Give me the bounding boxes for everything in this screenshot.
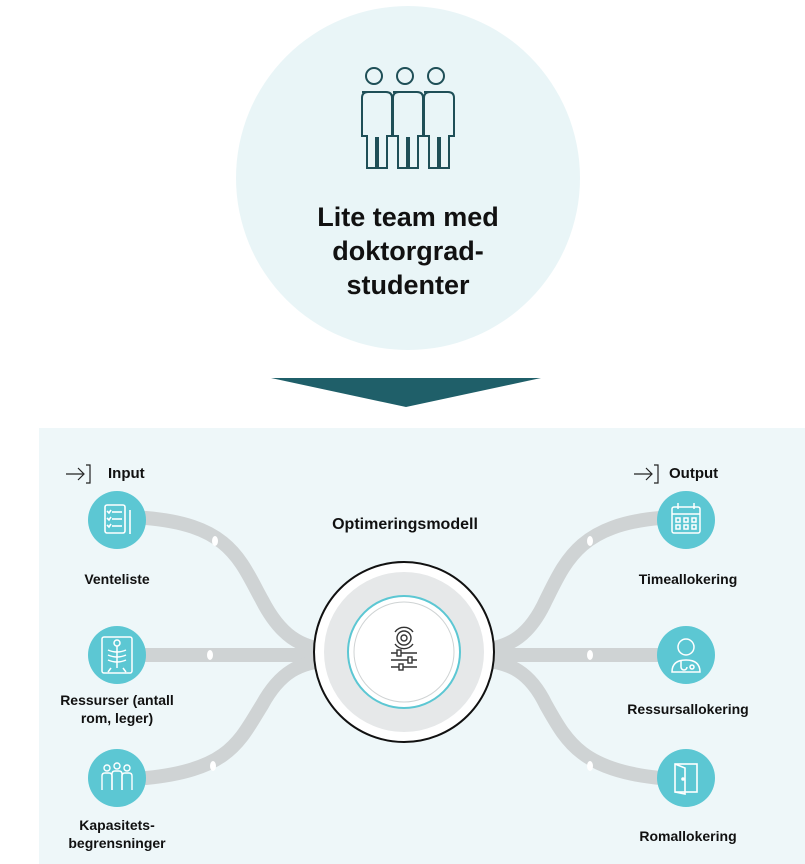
- output-label-ressursallokering: Ressursallokering: [600, 700, 776, 718]
- model-core: [313, 561, 495, 743]
- input-label-ressurser: Ressurser (antall rom, leger): [40, 691, 194, 727]
- team-title-line-2: doktorgrad-: [332, 236, 484, 266]
- output-label-ressursallokering-line-1: Ressursallokering: [627, 701, 749, 717]
- input-label-kapasitet-line-2: begrensninger: [68, 835, 166, 851]
- input-label-venteliste: Venteliste: [40, 570, 194, 588]
- team-title-line-3: studenter: [346, 270, 470, 300]
- output-label-romallokering: Romallokering: [610, 827, 766, 845]
- output-label-timeallokering-line-1: Timeallokering: [638, 571, 738, 587]
- team-title: Lite team med doktorgrad- studenter: [280, 200, 536, 302]
- path-timeallokering: [473, 511, 667, 657]
- path-venteliste: [139, 511, 337, 657]
- input-label-kapasitet: Kapasitets- begrensninger: [40, 816, 194, 852]
- output-label-romallokering-line-1: Romallokering: [639, 828, 737, 844]
- team-title-line-1: Lite team med: [317, 202, 499, 232]
- doctor-icon: [671, 638, 701, 673]
- output-label-timeallokering: Timeallokering: [610, 570, 766, 588]
- input-icons: [88, 491, 146, 807]
- door-icon: [674, 763, 698, 795]
- input-label-venteliste-line-1: Venteliste: [84, 571, 150, 587]
- team-group-icon: [101, 762, 133, 790]
- xray-skeleton-icon: [101, 636, 133, 674]
- team-circle: [236, 6, 580, 350]
- path-romallokering: [473, 653, 667, 785]
- path-kapasitet: [139, 653, 337, 785]
- output-icons: [657, 491, 715, 807]
- model-title: Optimeringsmodell: [332, 516, 478, 533]
- gear-sliders-icon: [391, 626, 417, 671]
- people-group-icon: [361, 67, 455, 169]
- sign-in-arrow-output-icon: [634, 464, 659, 484]
- output-header: Output: [669, 465, 719, 482]
- down-arrow: [271, 378, 541, 407]
- input-label-ressurser-line-1: Ressurser (antall: [60, 692, 174, 708]
- input-label-kapasitet-line-1: Kapasitets-: [79, 817, 155, 833]
- input-header: Input: [108, 465, 145, 482]
- calendar-icon: [671, 503, 701, 534]
- input-label-ressurser-line-2: rom, leger): [80, 710, 154, 726]
- checklist-icon: [104, 504, 131, 534]
- sign-in-arrow-icon: [66, 464, 91, 484]
